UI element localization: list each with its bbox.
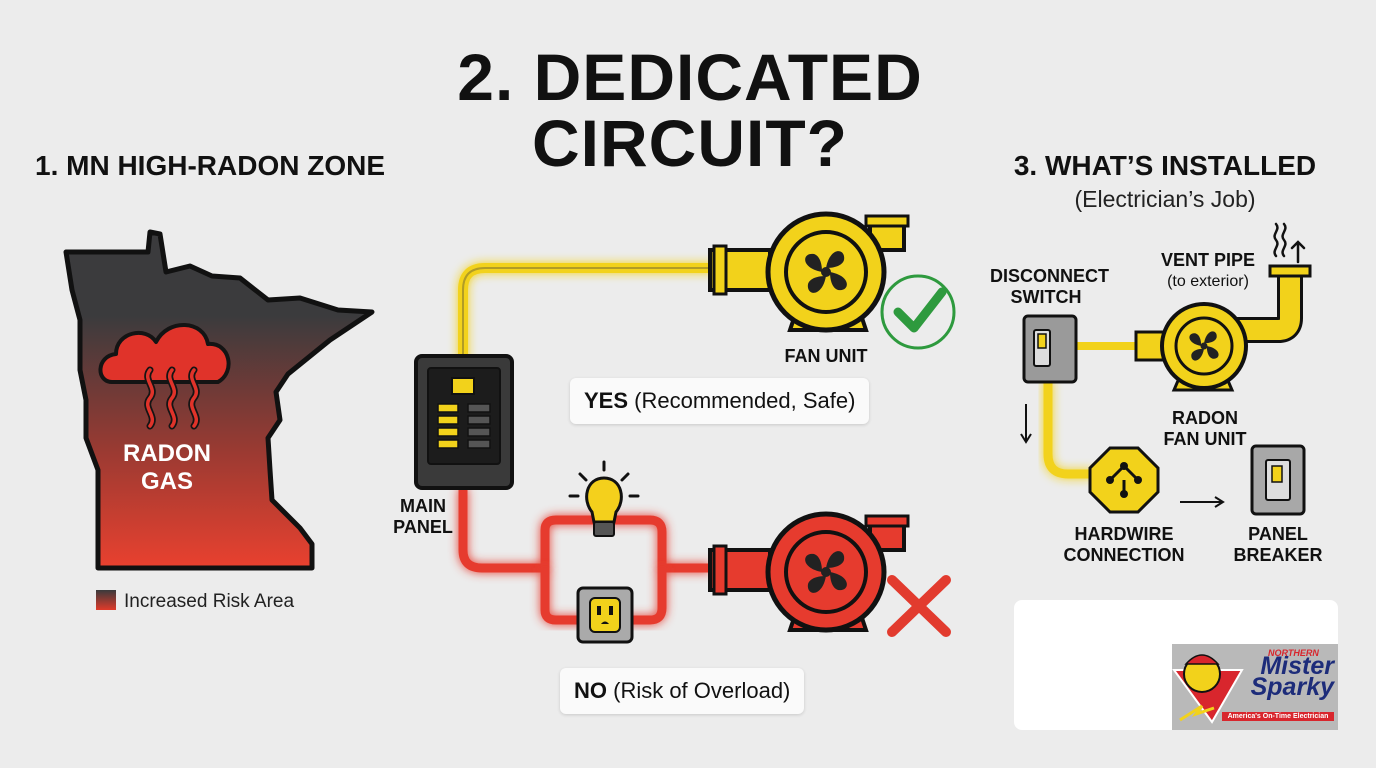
yes-wire	[458, 263, 715, 365]
section3-heading: 3. WHAT’S INSTALLED	[1013, 150, 1317, 181]
logo-mascot-icon	[1172, 654, 1244, 724]
light-bulb-icon	[568, 460, 640, 537]
cross-icon	[887, 575, 951, 637]
no-callout: NO (Risk of Overload)	[560, 668, 805, 714]
map-legend: Increased Risk Area	[96, 590, 294, 613]
disconnect-switch-icon	[1022, 314, 1078, 384]
logo-northern: NORTHERN	[1268, 648, 1319, 658]
vent-pipe-label: VENT PIPE(to exterior)	[1160, 250, 1256, 290]
radon-fan-unit-icon	[1134, 264, 1312, 392]
yes-callout: YES (Recommended, Safe)	[570, 378, 870, 424]
radon-cloud-icon	[98, 323, 231, 430]
section3-subheading: (Electrician’s Job)	[1074, 186, 1256, 212]
page-title: 2. DEDICATED CIRCUIT?	[457, 40, 923, 180]
fan-unit-label: FAN UNIT	[784, 346, 868, 366]
section1-heading: 1. MN HIGH-RADON ZONE	[35, 150, 385, 181]
main-panel-icon	[414, 354, 514, 490]
fan-unit-no-icon	[708, 511, 910, 633]
logo-tagline: America's On-Time Electrician	[1222, 712, 1334, 721]
vent-steam-icon	[1273, 222, 1306, 264]
minnesota-map	[63, 229, 375, 571]
hardwire-connection-icon	[1088, 446, 1160, 514]
flow-arrows	[1020, 404, 1225, 508]
legend-swatch	[96, 590, 116, 610]
outlet-icon	[576, 586, 634, 644]
check-icon	[880, 274, 956, 350]
fan-unit-yes-icon	[708, 211, 910, 333]
panel-breaker-icon	[1250, 444, 1306, 516]
